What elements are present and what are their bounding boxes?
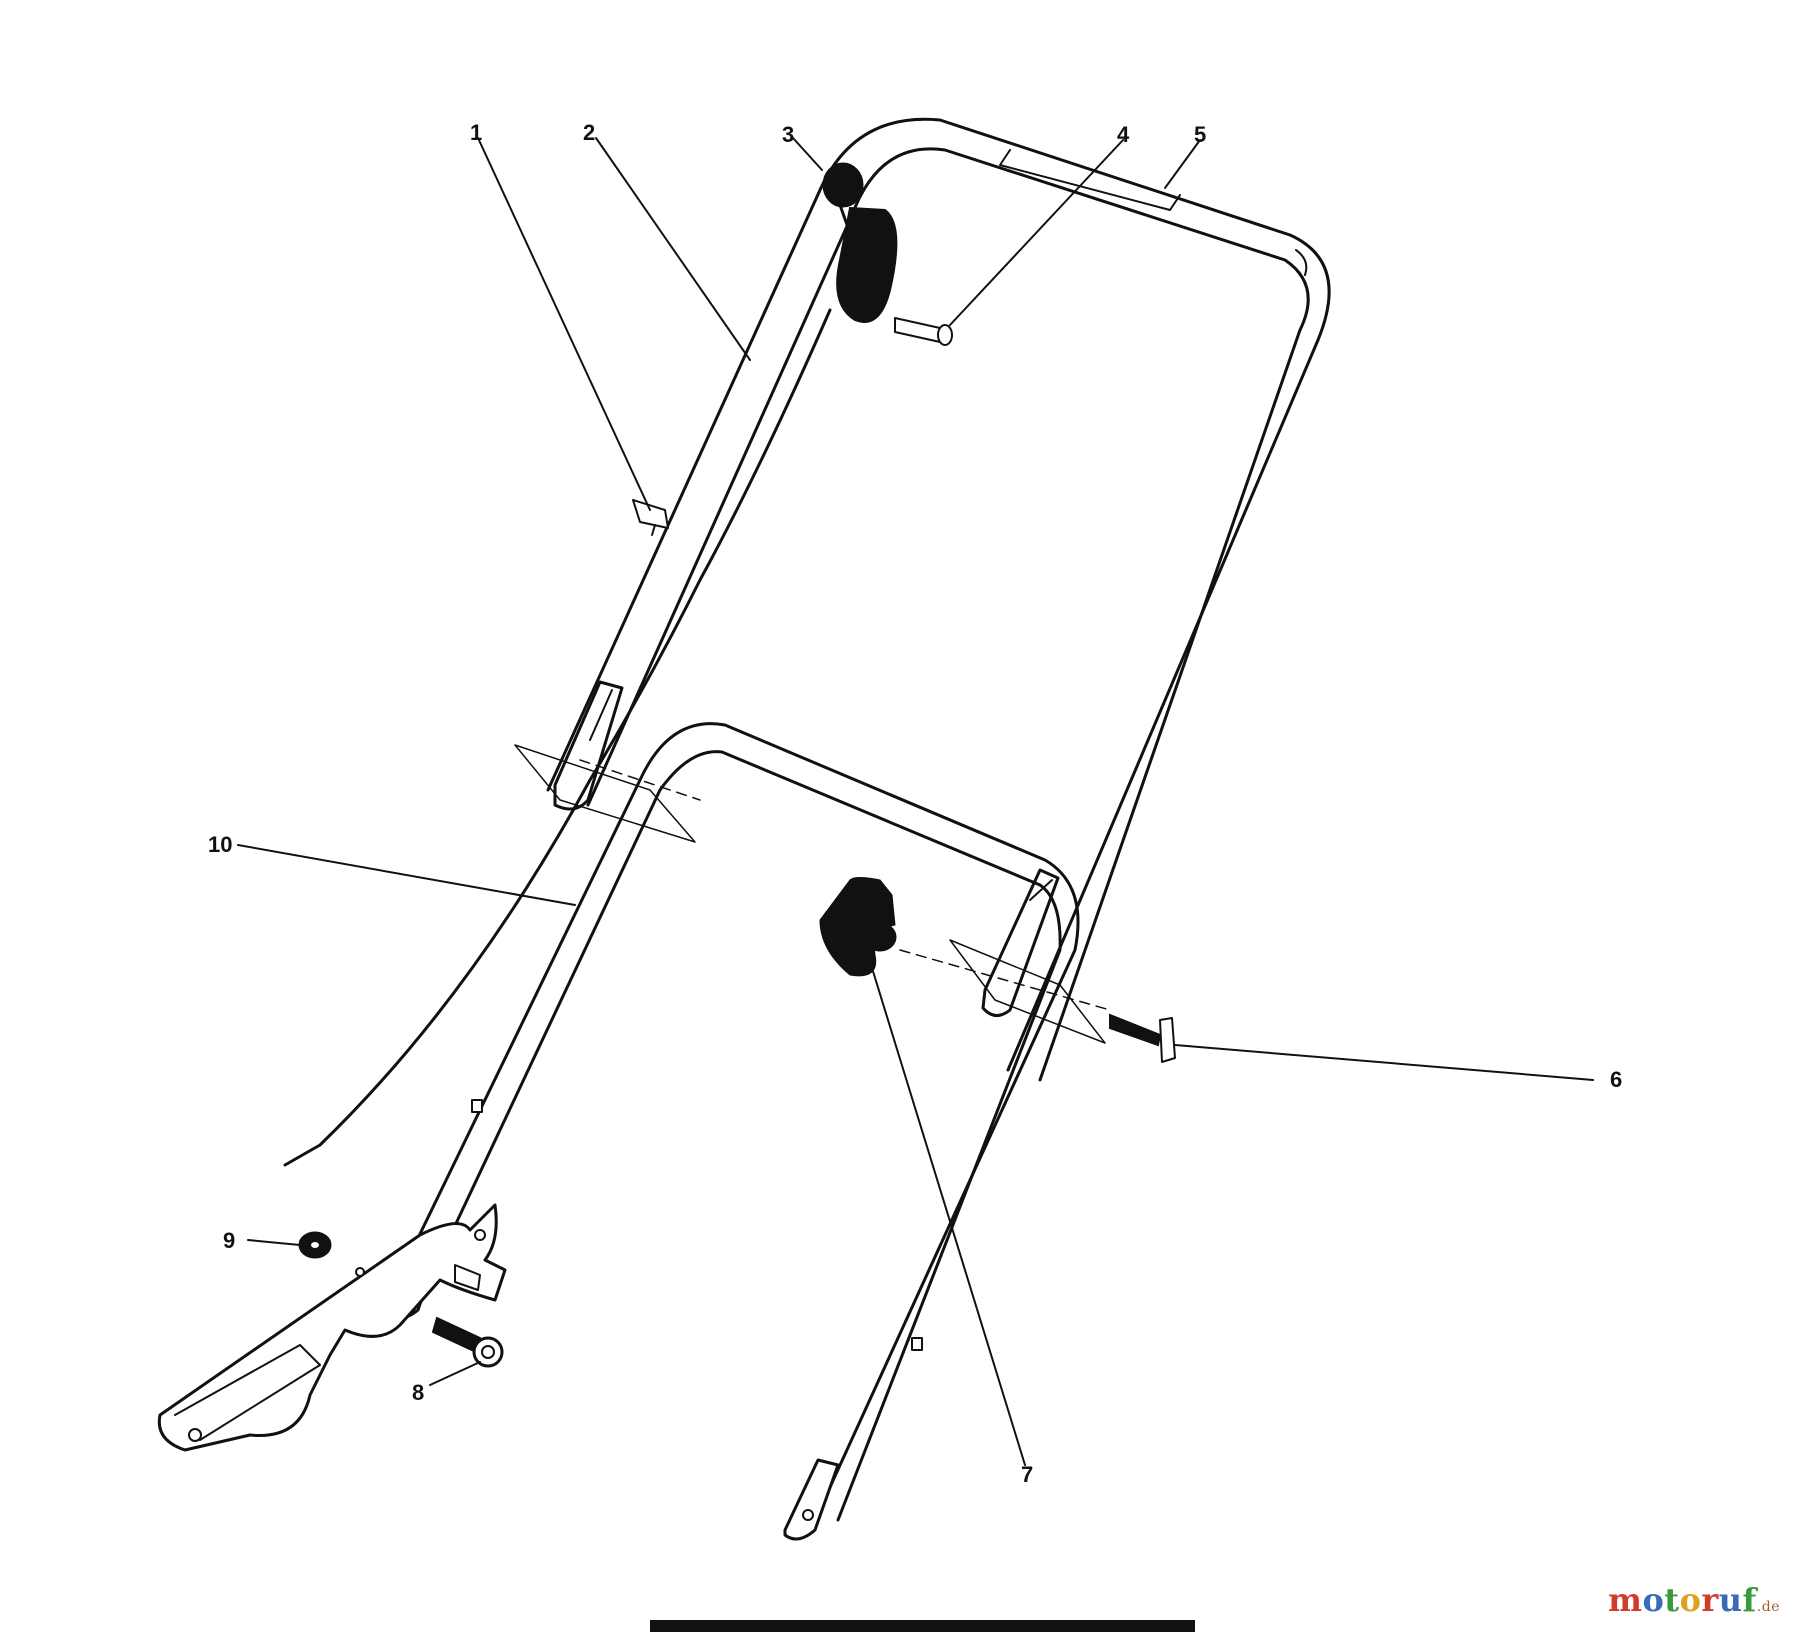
cable-clip — [632, 499, 669, 536]
watermark-letter: m — [1608, 1581, 1643, 1619]
assembly-guides — [514, 744, 1111, 1044]
callout-4: 4 — [1117, 122, 1130, 147]
cropped-title-strip — [650, 1620, 1195, 1632]
callout-7: 7 — [1021, 1462, 1033, 1487]
nut — [298, 1231, 332, 1259]
callout-9: 9 — [223, 1228, 235, 1253]
callout-8: 8 — [412, 1380, 424, 1405]
bolt — [431, 1316, 504, 1368]
lower-handle — [386, 722, 1080, 1541]
watermark-letter: t — [1664, 1581, 1680, 1619]
watermark-suffix: .de — [1756, 1599, 1780, 1615]
watermark-letter: u — [1718, 1581, 1743, 1619]
upper-handle — [546, 117, 1331, 1082]
screw — [894, 317, 953, 346]
watermark-letter: o — [1679, 1581, 1702, 1619]
callout-1: 1 — [470, 120, 482, 145]
watermark-letter: o — [1642, 1581, 1665, 1619]
leader-lines — [237, 137, 1594, 1466]
watermark-logo: motoruf.de — [1608, 1581, 1780, 1619]
mounting-bracket — [157, 1203, 507, 1452]
handle-knob — [819, 877, 897, 977]
wing-screw — [1109, 1013, 1176, 1063]
callout-5: 5 — [1194, 122, 1206, 147]
watermark-letter: f — [1742, 1581, 1757, 1619]
callout-6: 6 — [1610, 1067, 1622, 1092]
callout-3: 3 — [782, 122, 794, 147]
callout-10: 10 — [208, 832, 232, 857]
control-lever — [822, 162, 898, 323]
callout-2: 2 — [583, 120, 595, 145]
watermark-letter: r — [1701, 1581, 1719, 1619]
control-cable — [283, 308, 832, 1167]
callouts: 1 2 3 4 5 6 7 8 9 10 — [208, 120, 1622, 1487]
